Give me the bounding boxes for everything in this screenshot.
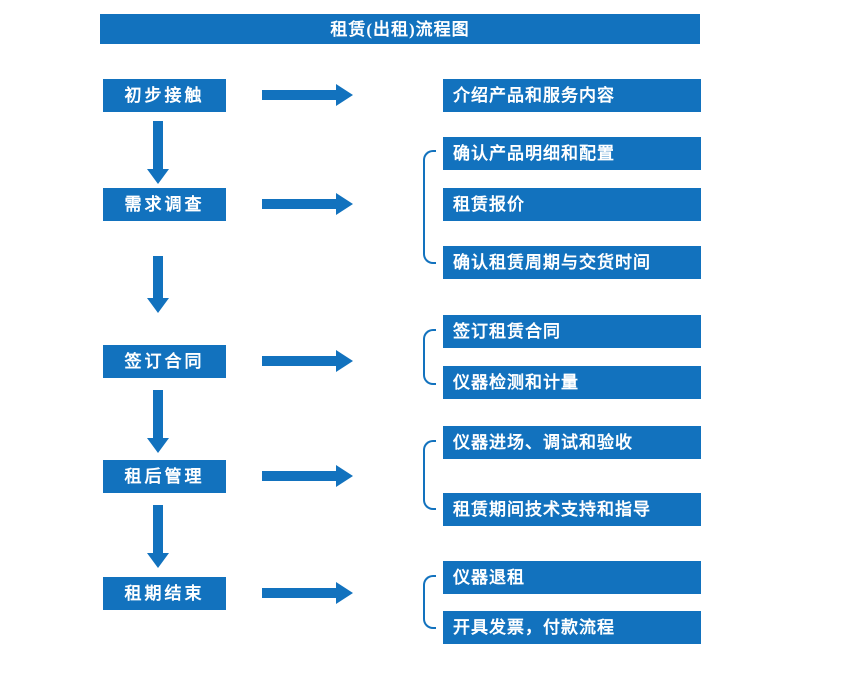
right-arrow-4 <box>262 471 336 481</box>
right-arrow-5 <box>262 588 336 598</box>
down-arrow-3 <box>153 390 163 438</box>
output-instrument-installation: 仪器进场、调试和验收 <box>443 426 701 459</box>
step-sign-contract: 签订合同 <box>103 345 226 378</box>
right-arrow-2 <box>262 199 336 209</box>
output-invoice-payment: 开具发票，付款流程 <box>443 611 701 644</box>
down-arrow-4 <box>153 505 163 553</box>
step-initial-contact: 初步接触 <box>103 79 226 112</box>
right-arrow-3 <box>262 356 336 366</box>
down-arrow-2 <box>153 256 163 298</box>
output-rental-quote: 租赁报价 <box>443 188 701 221</box>
group-bracket-rental-end <box>423 575 436 629</box>
group-bracket-sign-contract <box>423 329 436 385</box>
step-post-rental-management: 租后管理 <box>103 460 226 493</box>
flowchart-title: 租赁(出租)流程图 <box>100 14 700 44</box>
output-instrument-testing: 仪器检测和计量 <box>443 366 701 399</box>
output-confirm-rental-period: 确认租赁周期与交货时间 <box>443 246 701 279</box>
output-confirm-product-details: 确认产品明细和配置 <box>443 137 701 170</box>
output-introduce-products: 介绍产品和服务内容 <box>443 79 701 112</box>
right-arrow-1 <box>262 90 336 100</box>
step-demand-survey: 需求调查 <box>103 188 226 221</box>
output-instrument-return: 仪器退租 <box>443 561 701 594</box>
down-arrow-1 <box>153 121 163 169</box>
group-bracket-demand-survey <box>423 150 436 264</box>
group-bracket-post-rental <box>423 440 436 510</box>
output-sign-rental-contract: 签订租赁合同 <box>443 315 701 348</box>
step-rental-end: 租期结束 <box>103 577 226 610</box>
output-technical-support: 租赁期间技术支持和指导 <box>443 493 701 526</box>
